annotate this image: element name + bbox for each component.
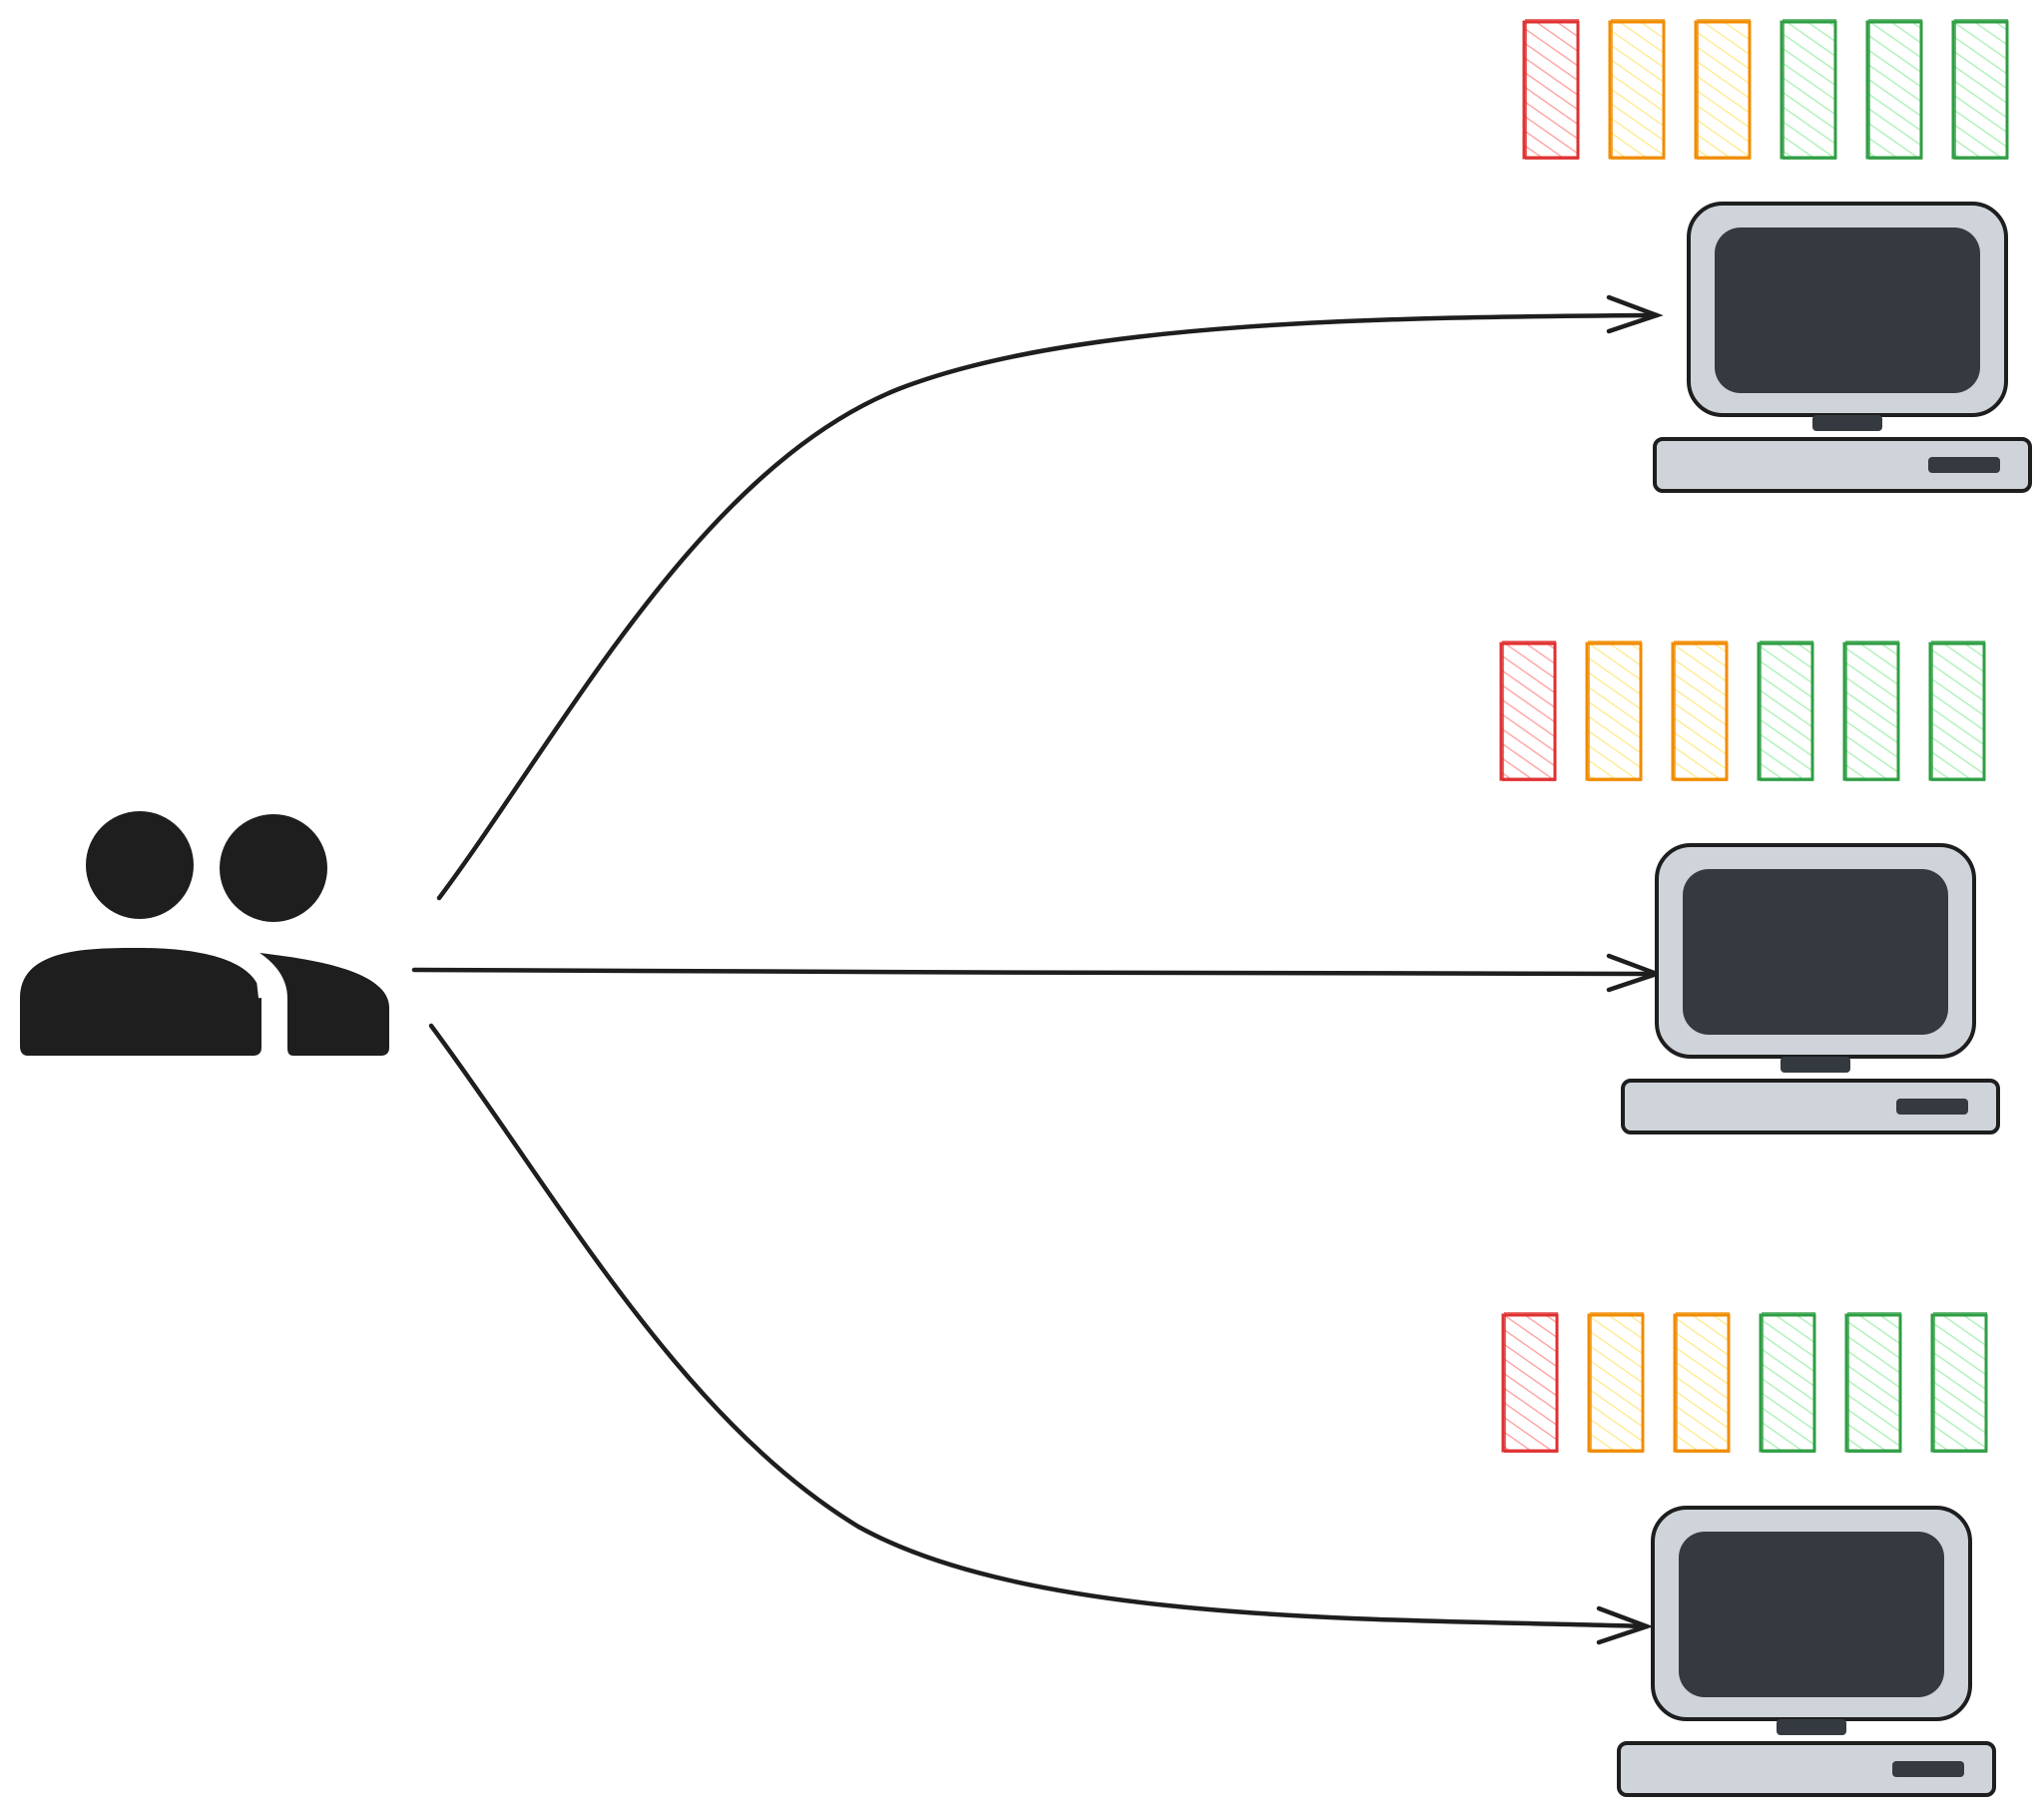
load-bar-green (1951, 20, 2009, 160)
load-bar-outline (1760, 641, 1813, 781)
arrow-to-top-server (436, 312, 1660, 901)
load-bar-outline (1525, 19, 1579, 160)
load-bar-green (1930, 1313, 1988, 1453)
load-bar-outline (1697, 19, 1751, 160)
monitor-screen (1683, 869, 1948, 1035)
load-bar-red (1499, 642, 1557, 781)
load-bar-orange (1673, 1313, 1731, 1453)
load-bar-outline (1847, 1312, 1901, 1453)
load-bar-green (1757, 642, 1814, 781)
computer-base (1617, 1741, 1996, 1797)
monitor-screen (1715, 227, 1980, 393)
load-bar-green (1865, 20, 1923, 160)
load-bar-green (1842, 642, 1900, 781)
computer-base (1653, 437, 2032, 493)
load-bar-outline (1504, 1312, 1558, 1453)
monitor-stand (1781, 1057, 1850, 1073)
monitor-screen (1679, 1532, 1944, 1697)
load-indicator (1499, 641, 1986, 781)
server-group (1499, 19, 2032, 1797)
load-bar-outline (1845, 641, 1899, 781)
load-indicator (1522, 19, 2009, 160)
load-bar-green (1780, 20, 1837, 160)
load-bar-orange (1608, 20, 1666, 160)
load-bar-outline (1674, 641, 1728, 781)
monitor-stand (1812, 415, 1882, 431)
computer-icon (1653, 202, 2032, 493)
load-bar-orange (1587, 1313, 1645, 1453)
load-bar-green (1844, 1313, 1902, 1453)
load-bar-outline (1590, 1312, 1644, 1453)
arrow-head-bottom (1596, 1605, 1654, 1645)
load-bar-orange (1694, 20, 1752, 160)
load-bar-red (1522, 20, 1580, 160)
load-bar-outline (1588, 641, 1642, 781)
load-bar-orange (1671, 642, 1729, 781)
drive-slot (1892, 1761, 1964, 1777)
load-bar-outline (1762, 1312, 1815, 1453)
load-bar-outline (1954, 19, 2008, 160)
drive-slot (1928, 457, 2000, 473)
arrow-to-bottom-server (428, 1023, 1650, 1629)
load-bar-outline (1931, 641, 1985, 781)
load-bar-green (1928, 642, 1986, 781)
computer-icon (1617, 1506, 1996, 1797)
computer-base (1621, 1079, 2000, 1134)
load-indicator (1501, 1312, 1988, 1453)
server-2 (1499, 641, 2000, 1134)
computer-icon (1621, 843, 2000, 1134)
drive-slot (1896, 1099, 1968, 1115)
users-icon (20, 811, 389, 1056)
load-bar-green (1759, 1313, 1816, 1453)
load-bar-outline (1868, 19, 1922, 160)
load-bar-outline (1611, 19, 1665, 160)
load-bar-outline (1502, 641, 1556, 781)
load-bar-outline (1676, 1312, 1730, 1453)
load-bar-red (1501, 1313, 1559, 1453)
connection-arrows (411, 294, 1664, 1645)
monitor-stand (1777, 1719, 1846, 1735)
load-bar-outline (1933, 1312, 1987, 1453)
server-3 (1501, 1312, 1996, 1797)
server-1 (1522, 19, 2032, 493)
arrow-head-top (1606, 294, 1664, 334)
arrow-to-middle-server (411, 967, 1660, 977)
load-bar-outline (1783, 19, 1836, 160)
load-bar-orange (1585, 642, 1643, 781)
